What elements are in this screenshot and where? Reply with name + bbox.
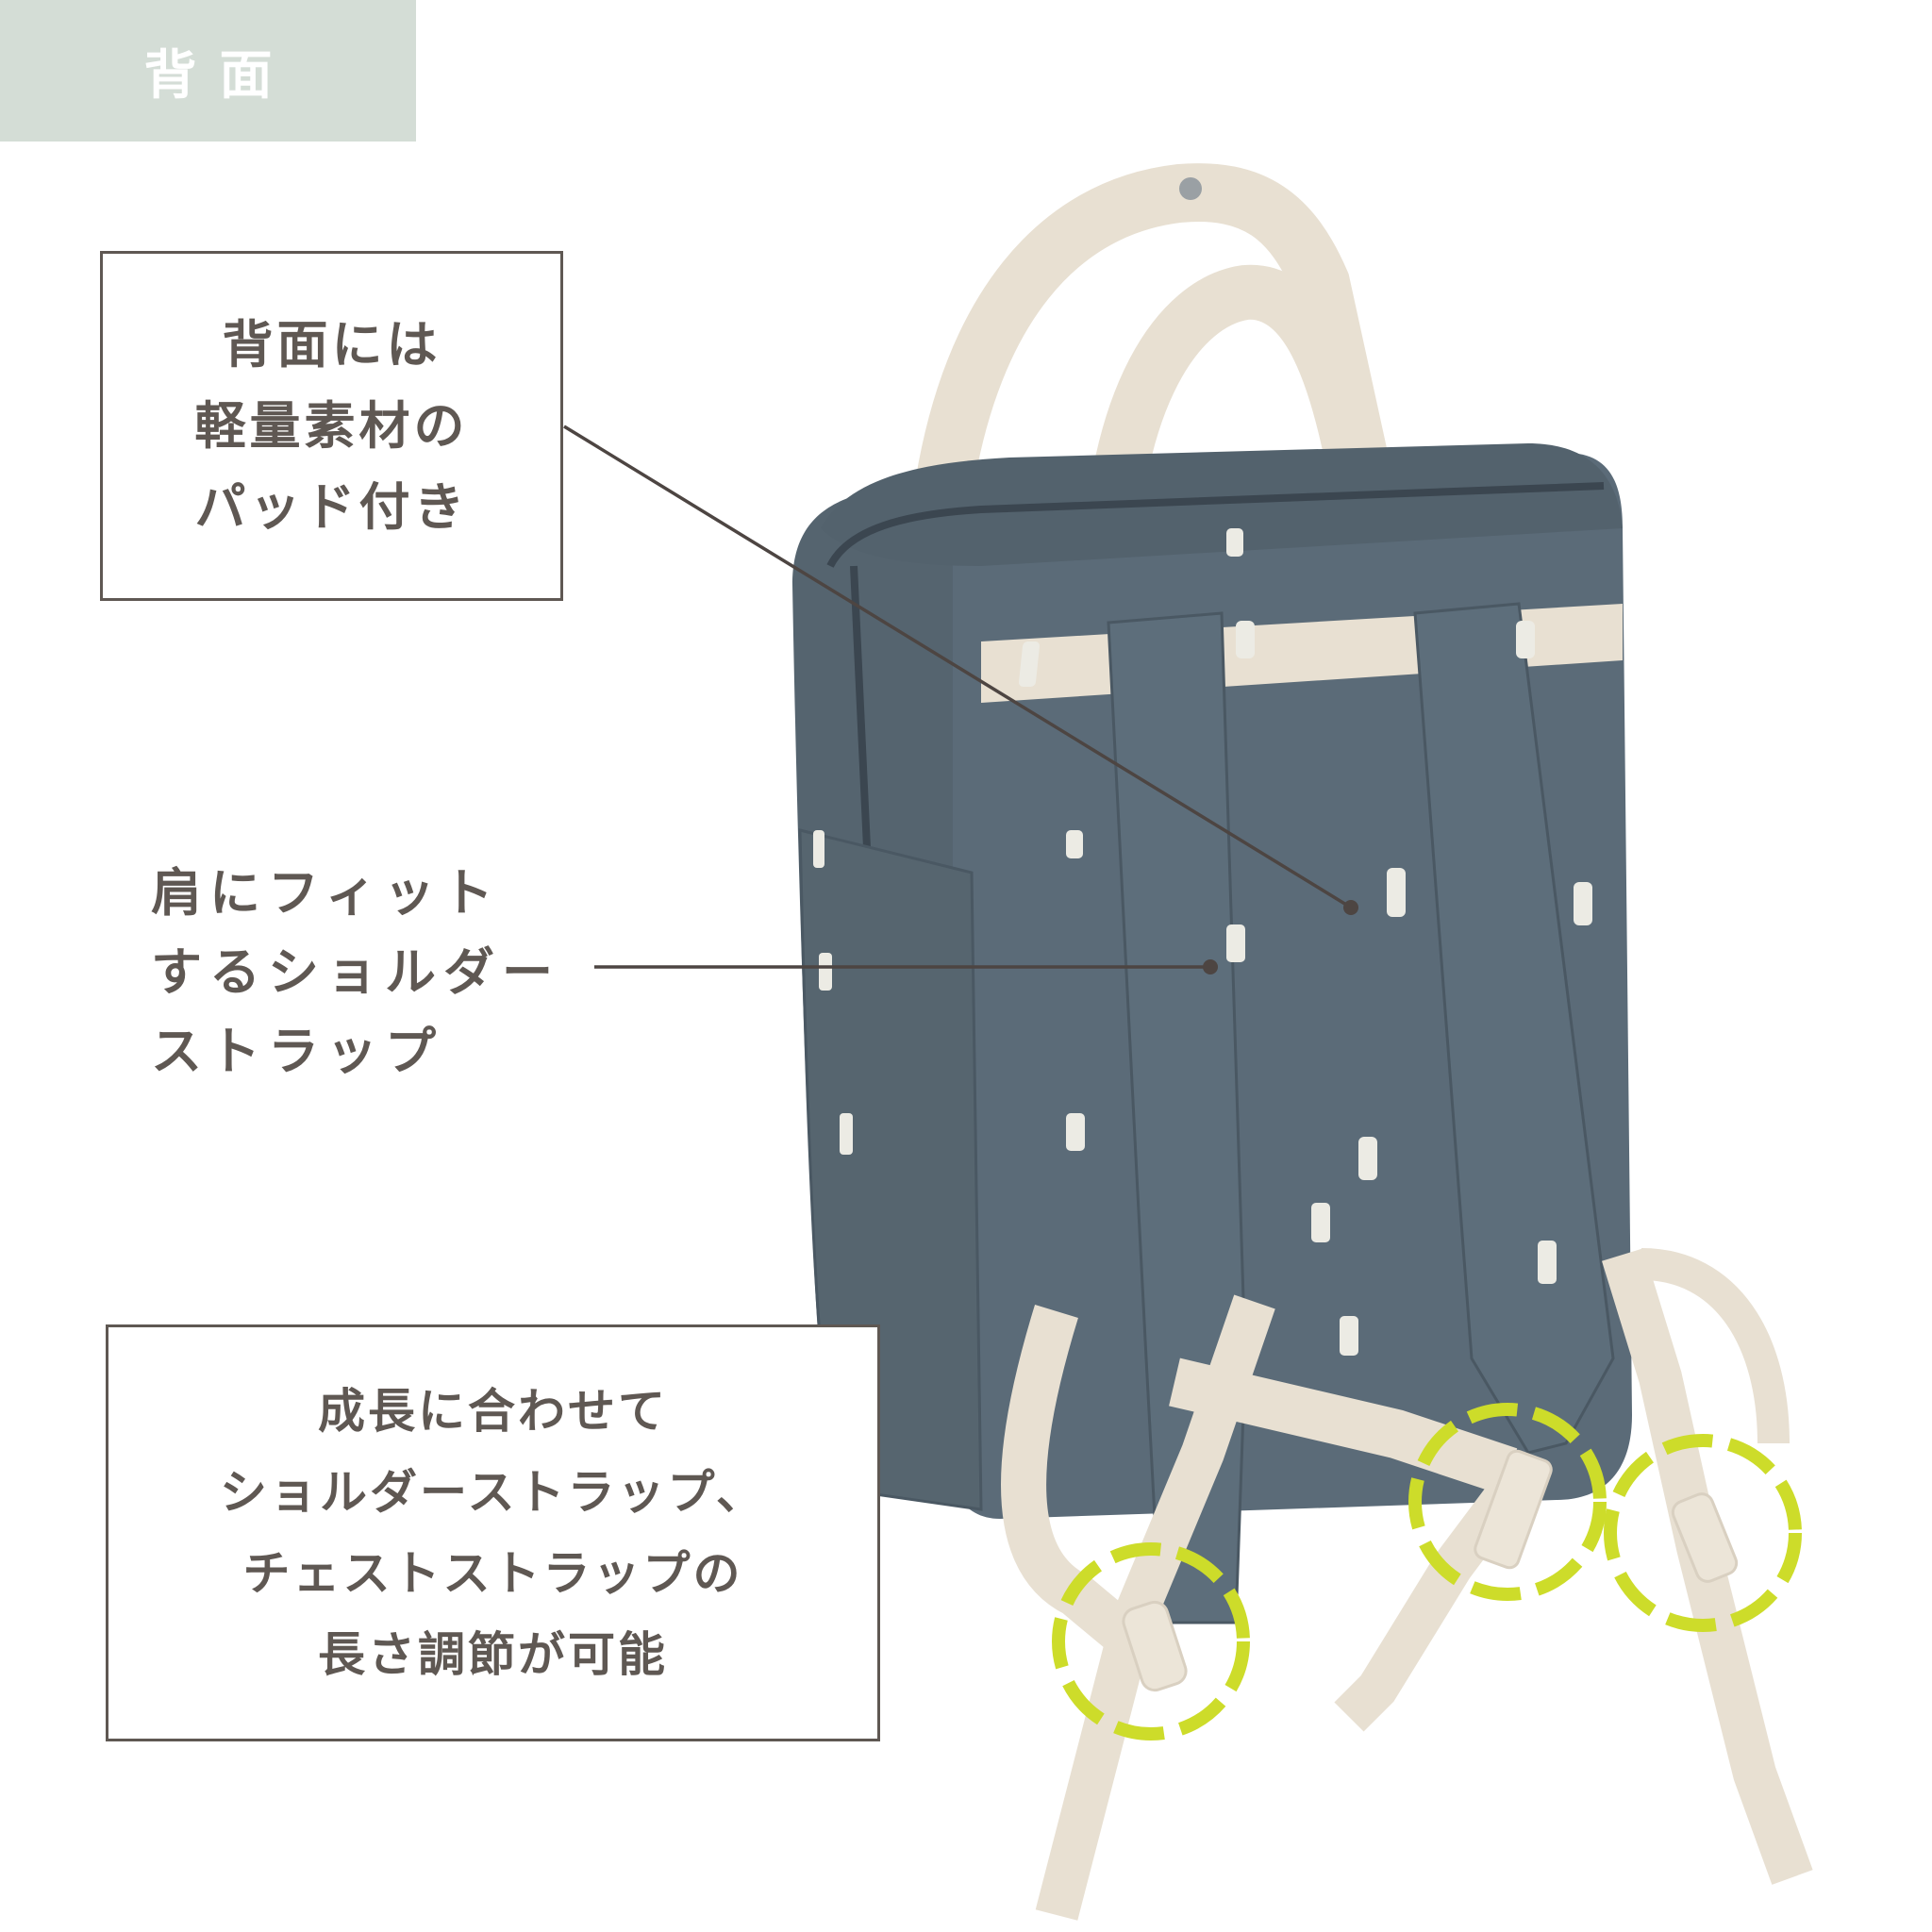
callout-box-adjustable: 成長に合わせて ショルダーストラップ、 チェストストラップの 長さ調節が可能 xyxy=(106,1324,880,1741)
callout-text-line: 背面には xyxy=(222,314,441,375)
snap-rivet xyxy=(1179,177,1202,200)
section-header-tab: 背面 xyxy=(0,0,416,142)
callout-text-line: 肩にフィット xyxy=(151,863,501,923)
callout-text-line: 軽量素材の xyxy=(194,395,469,456)
callout-text-line: 成長に合わせて xyxy=(318,1384,668,1439)
callout-text-line: 長さ調節が可能 xyxy=(318,1627,668,1682)
callout-text-line: ストラップ xyxy=(151,1022,443,1081)
callout-text-line: ショルダーストラップ、 xyxy=(220,1465,766,1520)
callout-text-line: するショルダー xyxy=(151,942,560,1002)
callout-text-shoulder-fit: 肩にフィット するショルダー ストラップ xyxy=(151,854,560,1091)
section-title: 背面 xyxy=(143,44,295,107)
callout-text-line: チェストストラップの xyxy=(242,1546,743,1601)
callout-box-padding: 背面には 軽量素材の パッド付き xyxy=(100,251,563,601)
callout-text-line: パッド付き xyxy=(194,476,469,537)
